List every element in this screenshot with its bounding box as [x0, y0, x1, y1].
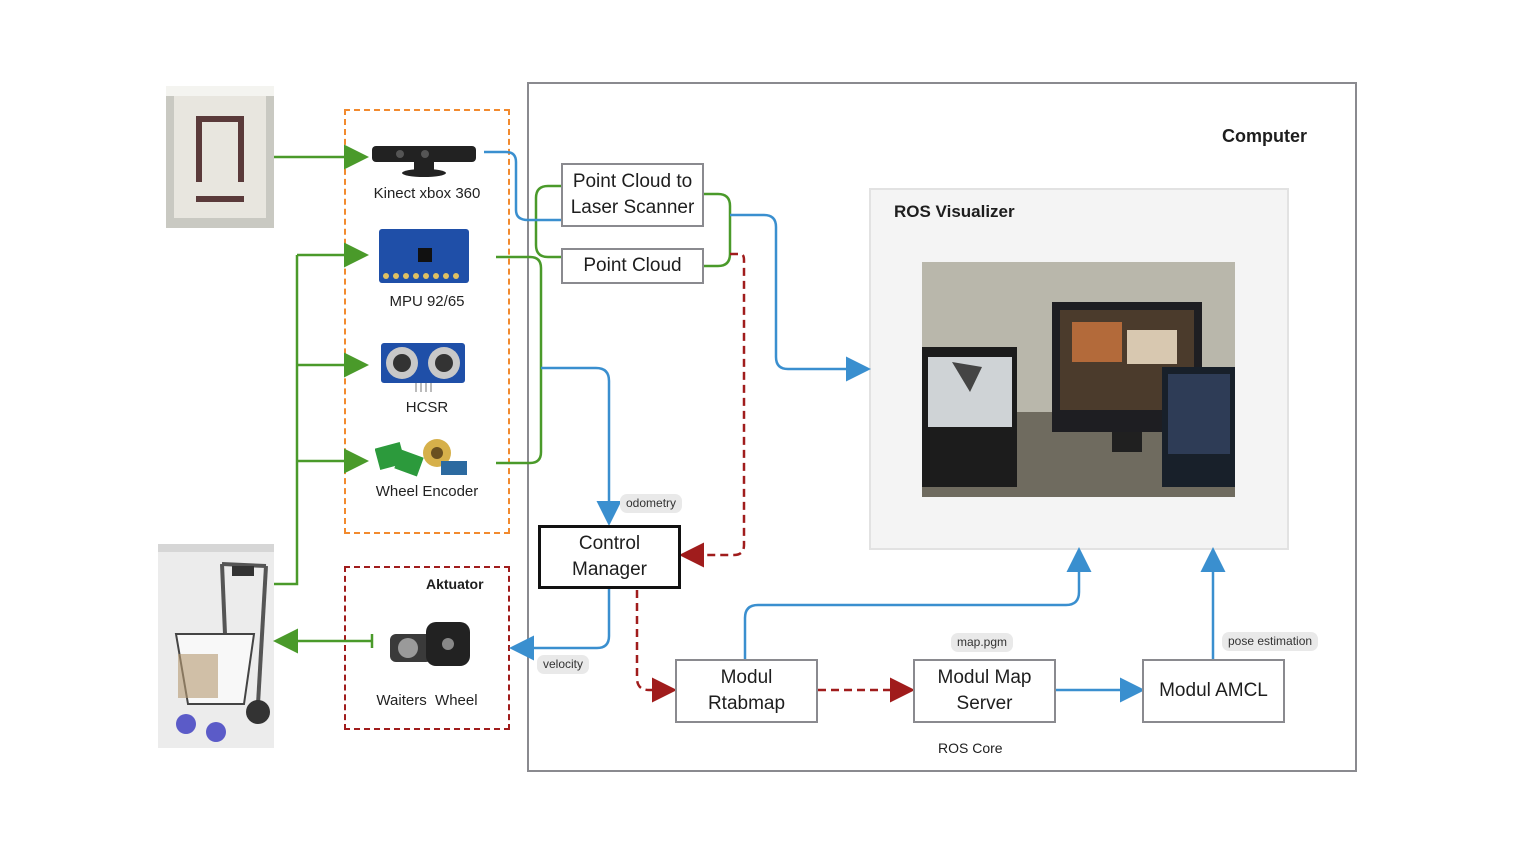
- ros-core-label: ROS Core: [938, 740, 1003, 756]
- velocity-tag: velocity: [537, 655, 590, 674]
- waiters-wheel-label: Waiters Wheel: [376, 692, 478, 709]
- kinect-label: Kinect xbox 360: [373, 185, 481, 202]
- sensor-group: [344, 109, 510, 534]
- pc-to-visualizer-arrow: [730, 213, 871, 382]
- trolley-sensor-bus: [274, 255, 299, 586]
- map-pgm-tag: map.pgm: [951, 633, 1014, 652]
- point-cloud-node: Point Cloud: [561, 248, 704, 284]
- control-to-rtabmap-arrow: [635, 590, 677, 703]
- mpu-label: MPU 92/65: [389, 293, 465, 310]
- computer-label: Computer: [1222, 126, 1307, 146]
- ros-visualizer-label: ROS Visualizer: [894, 202, 1015, 221]
- hcsr-image: [381, 343, 465, 392]
- pc-green-left: [534, 184, 562, 259]
- pc-green-right: [703, 192, 732, 268]
- computer-box: [527, 82, 1357, 772]
- wheel-encoder-image: [375, 439, 467, 477]
- mpu-image: [379, 229, 469, 283]
- room-map-image: [166, 86, 274, 228]
- actuator-title: Aktuator: [426, 576, 484, 592]
- pointcloud-to-control-arrow: [679, 252, 746, 568]
- trolley-image: [158, 544, 274, 748]
- pose-estimation-tag: pose estimation: [1222, 632, 1319, 651]
- odometry-tag: odometry: [620, 494, 683, 513]
- odometry-arrow: [541, 366, 622, 526]
- kinect-image: [372, 146, 476, 177]
- wheel-encoder-label: Wheel Encoder: [375, 483, 479, 500]
- kinect-to-pc-line: [484, 150, 562, 222]
- velocity-arrow: [509, 588, 611, 661]
- rtabmap-to-visualizer-arrow: [743, 547, 1092, 660]
- hcsr-label: HCSR: [405, 399, 449, 416]
- modul-amcl-node: Modul AMCL: [1142, 659, 1285, 723]
- ros-visualizer-photo: [922, 262, 1235, 497]
- motor-image: [390, 622, 470, 666]
- sensor-merge-line: [496, 255, 543, 465]
